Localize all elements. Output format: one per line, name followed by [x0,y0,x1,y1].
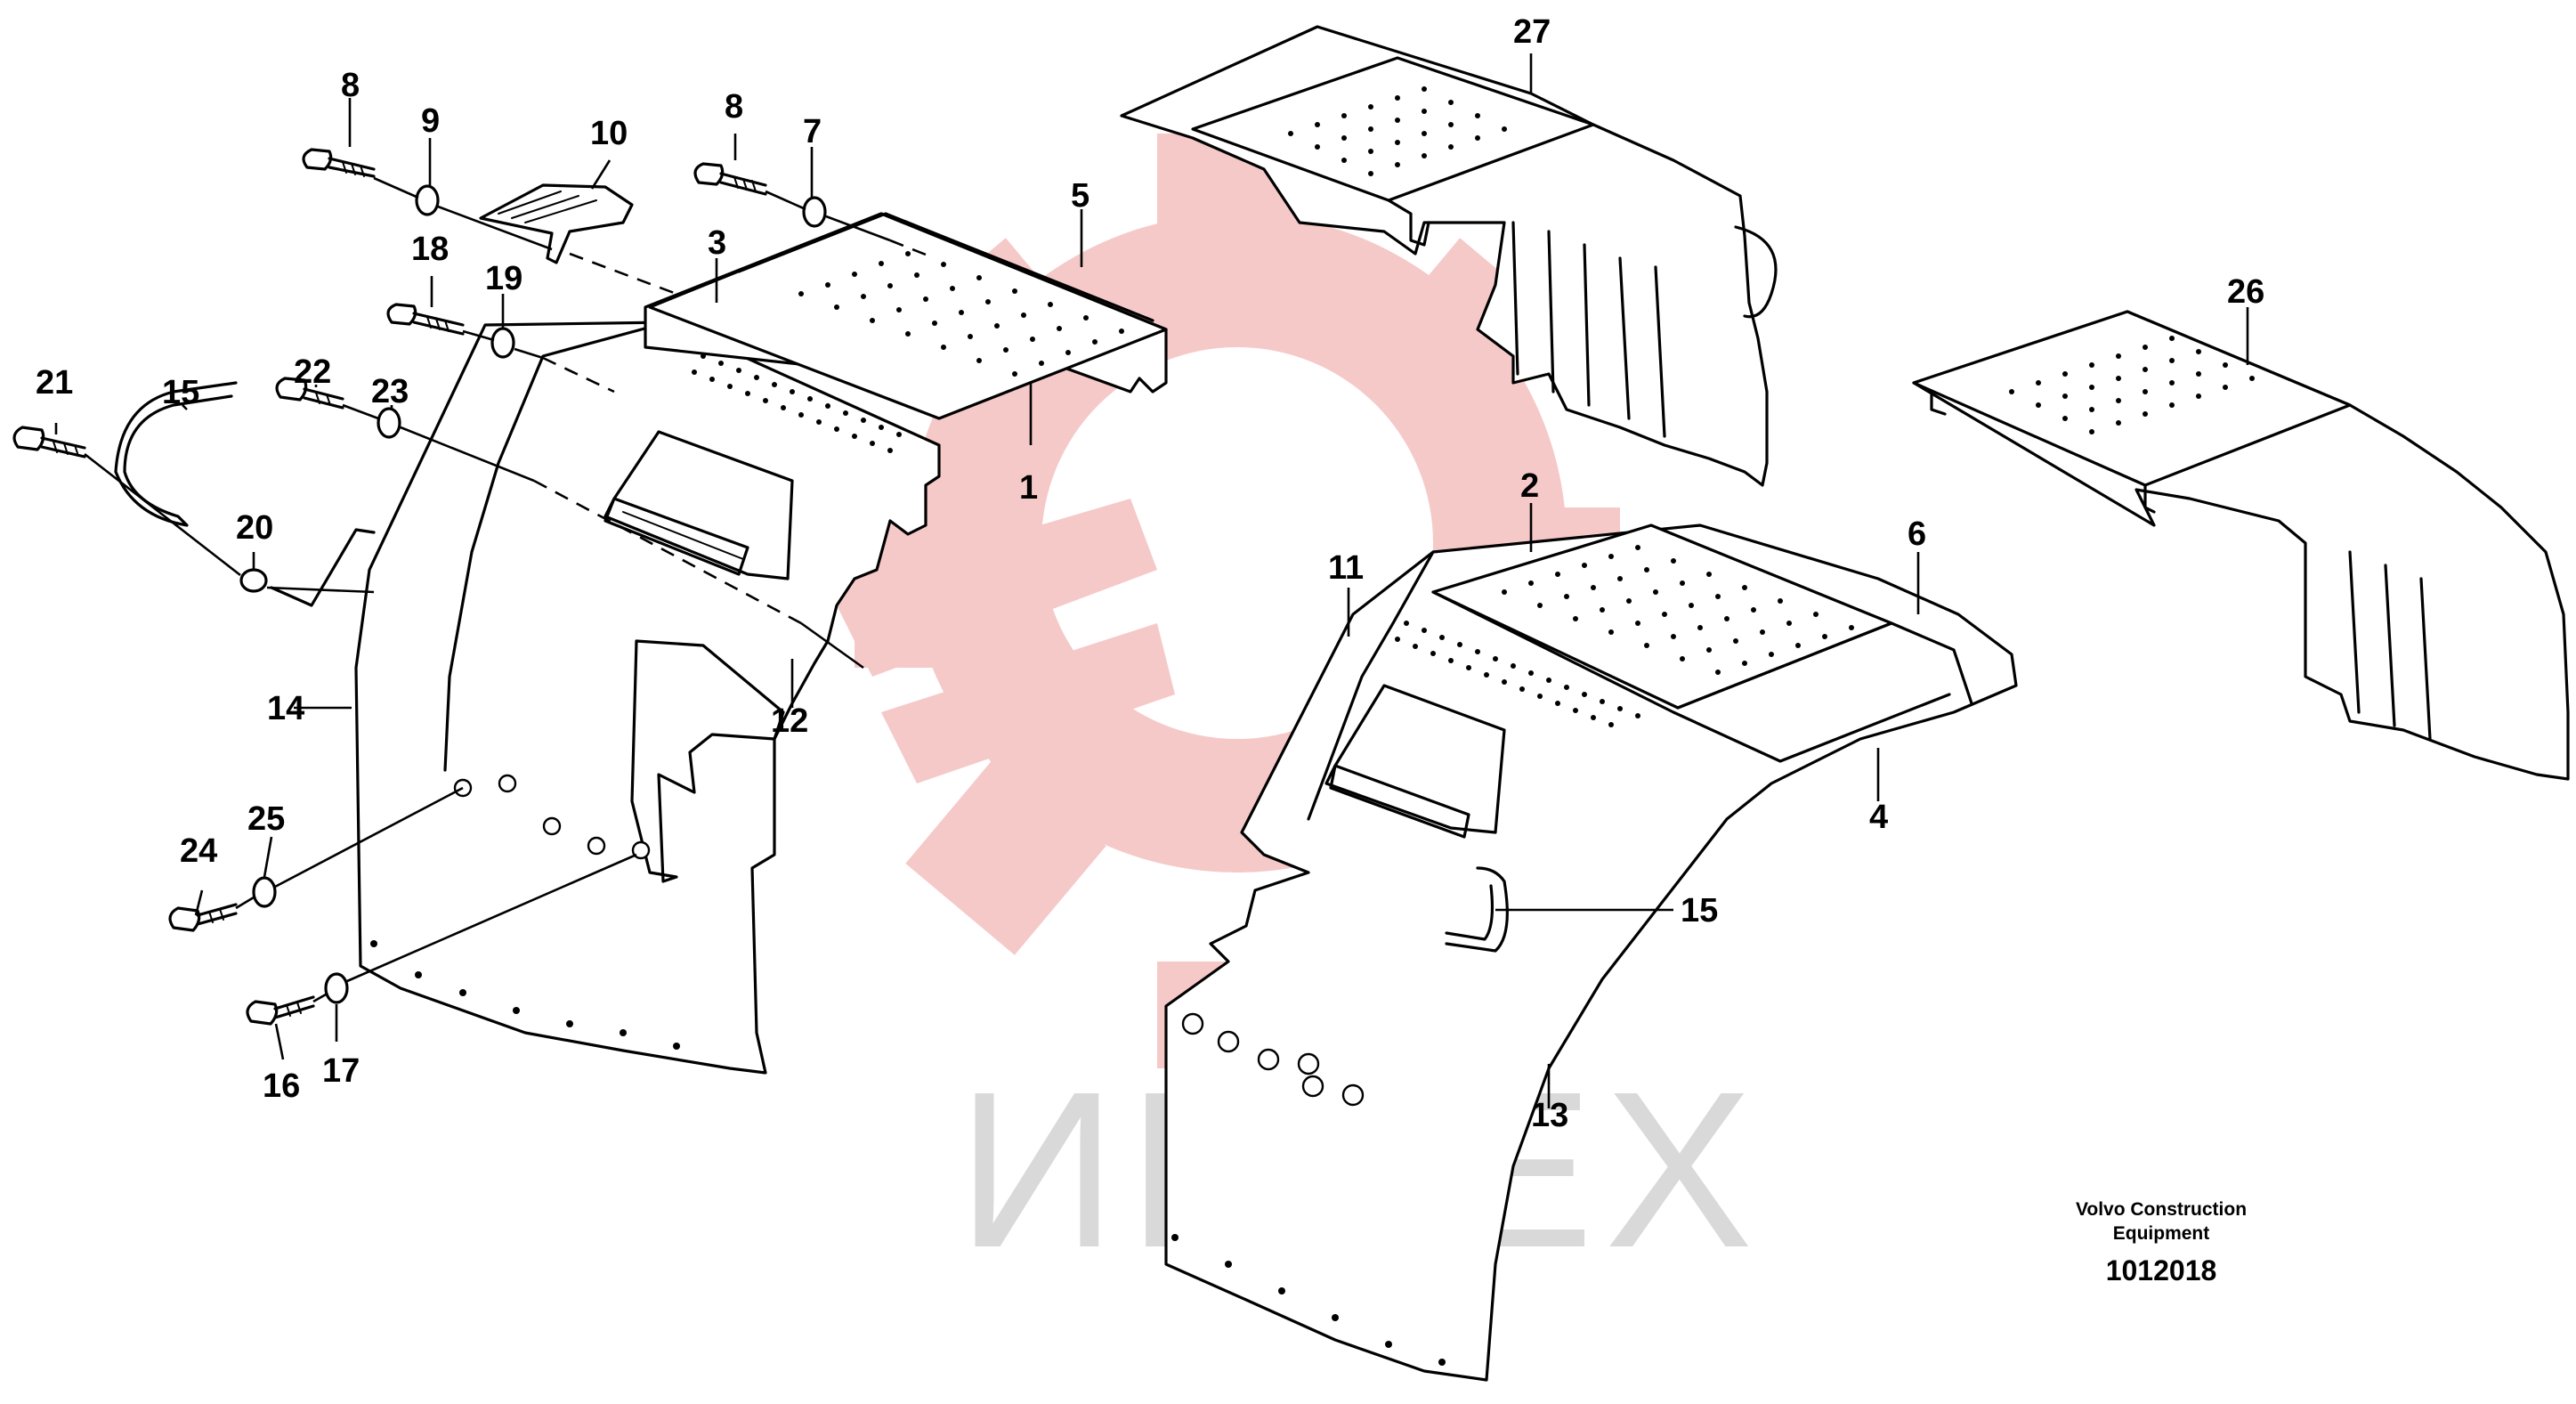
washer-23 [377,407,401,439]
cover-6 [1676,621,1973,710]
callout-8: 8 [725,88,743,126]
assembly-line-18-19 [462,329,544,360]
callouts: 8 9 10 8 7 5 3 18 19 15 21 22 23 20 1 14… [36,13,2264,1134]
bolt-8-left [302,148,376,178]
bolt-8-right [693,162,767,196]
callout-11: 11 [1328,549,1364,587]
bolt-24 [168,903,238,932]
callout-2: 2 [1520,467,1539,505]
document-number: 1012018 [2106,1254,2217,1286]
assembly-line-16-17 [312,853,637,1003]
perforation-2 [1502,545,1854,675]
handle-15-left [114,381,238,527]
callout-8: 8 [341,67,360,104]
step-tread-left [603,497,749,576]
nut-20 [239,568,268,593]
callout-22: 22 [294,353,331,391]
callout-25: 25 [247,800,285,838]
caption-line2: Equipment [2113,1223,2210,1244]
callout-15: 15 [1681,892,1718,929]
perforation-14 [692,353,902,453]
callout-17: 17 [322,1052,360,1090]
callout-26: 26 [2227,273,2264,311]
callout-3: 3 [708,224,726,262]
callout-12: 12 [771,702,808,740]
fender-26 [1912,307,2570,781]
step-plate-5-cover [737,212,1154,322]
rivets-14 [370,940,680,1050]
callout-13: 13 [1531,1097,1568,1134]
bracket-10 [479,183,634,264]
washer-17 [324,972,349,1004]
caption-block: Volvo Construction Equipment 1012018 [2076,1199,2247,1286]
callout-15: 15 [162,374,199,411]
washer-19 [490,327,515,359]
callout-7: 7 [803,113,822,150]
assembly-line-21 [84,452,375,594]
callout-5: 5 [1071,177,1090,215]
callout-10: 10 [590,115,628,152]
callout-19: 19 [485,260,522,297]
fender-13-inner [1307,550,1435,821]
callout-9: 9 [421,102,440,140]
washer-9 [415,184,440,216]
fender-14-flap [630,639,785,883]
assembly-line-8-9 [373,176,553,251]
callout-6: 6 [1908,515,1926,553]
step-tread-center [1329,764,1470,839]
washer-25 [252,876,277,908]
callout-14: 14 [267,690,304,727]
handle-15-center [1445,866,1509,953]
washer-7 [802,196,827,228]
callout-24: 24 [180,832,217,870]
cable-20 [270,528,376,607]
bolt-16 [246,995,315,1026]
caption-line1: Volvo Construction [2076,1199,2247,1220]
perforation-plate [798,251,1124,377]
callout-27: 27 [1513,13,1551,51]
assembly-line-24-25 [235,786,464,910]
bolt-21 [12,426,86,459]
bolt-18 [386,303,465,336]
bolt-22 [275,377,344,410]
callout-21: 21 [36,364,73,402]
assembly-line-22-23 [342,403,535,483]
fender-14-inner-edge [443,321,669,772]
callout-18: 18 [411,231,449,268]
wrench-shape [828,499,1175,783]
fender-13-assembly [1164,503,2018,1382]
callout-20: 20 [236,509,273,547]
fender-27 [1120,25,1778,487]
bolts-13 [1181,1012,1365,1107]
left-fender-assembly [12,98,1168,1075]
callout-16: 16 [263,1067,300,1105]
callout-4: 4 [1869,799,1888,836]
callout-23: 23 [371,373,409,410]
callout-1: 1 [1019,469,1038,507]
assembly-line-8-7 [765,190,891,242]
perforation-11 [1395,621,1640,727]
rivets-13 [1171,1234,1446,1366]
